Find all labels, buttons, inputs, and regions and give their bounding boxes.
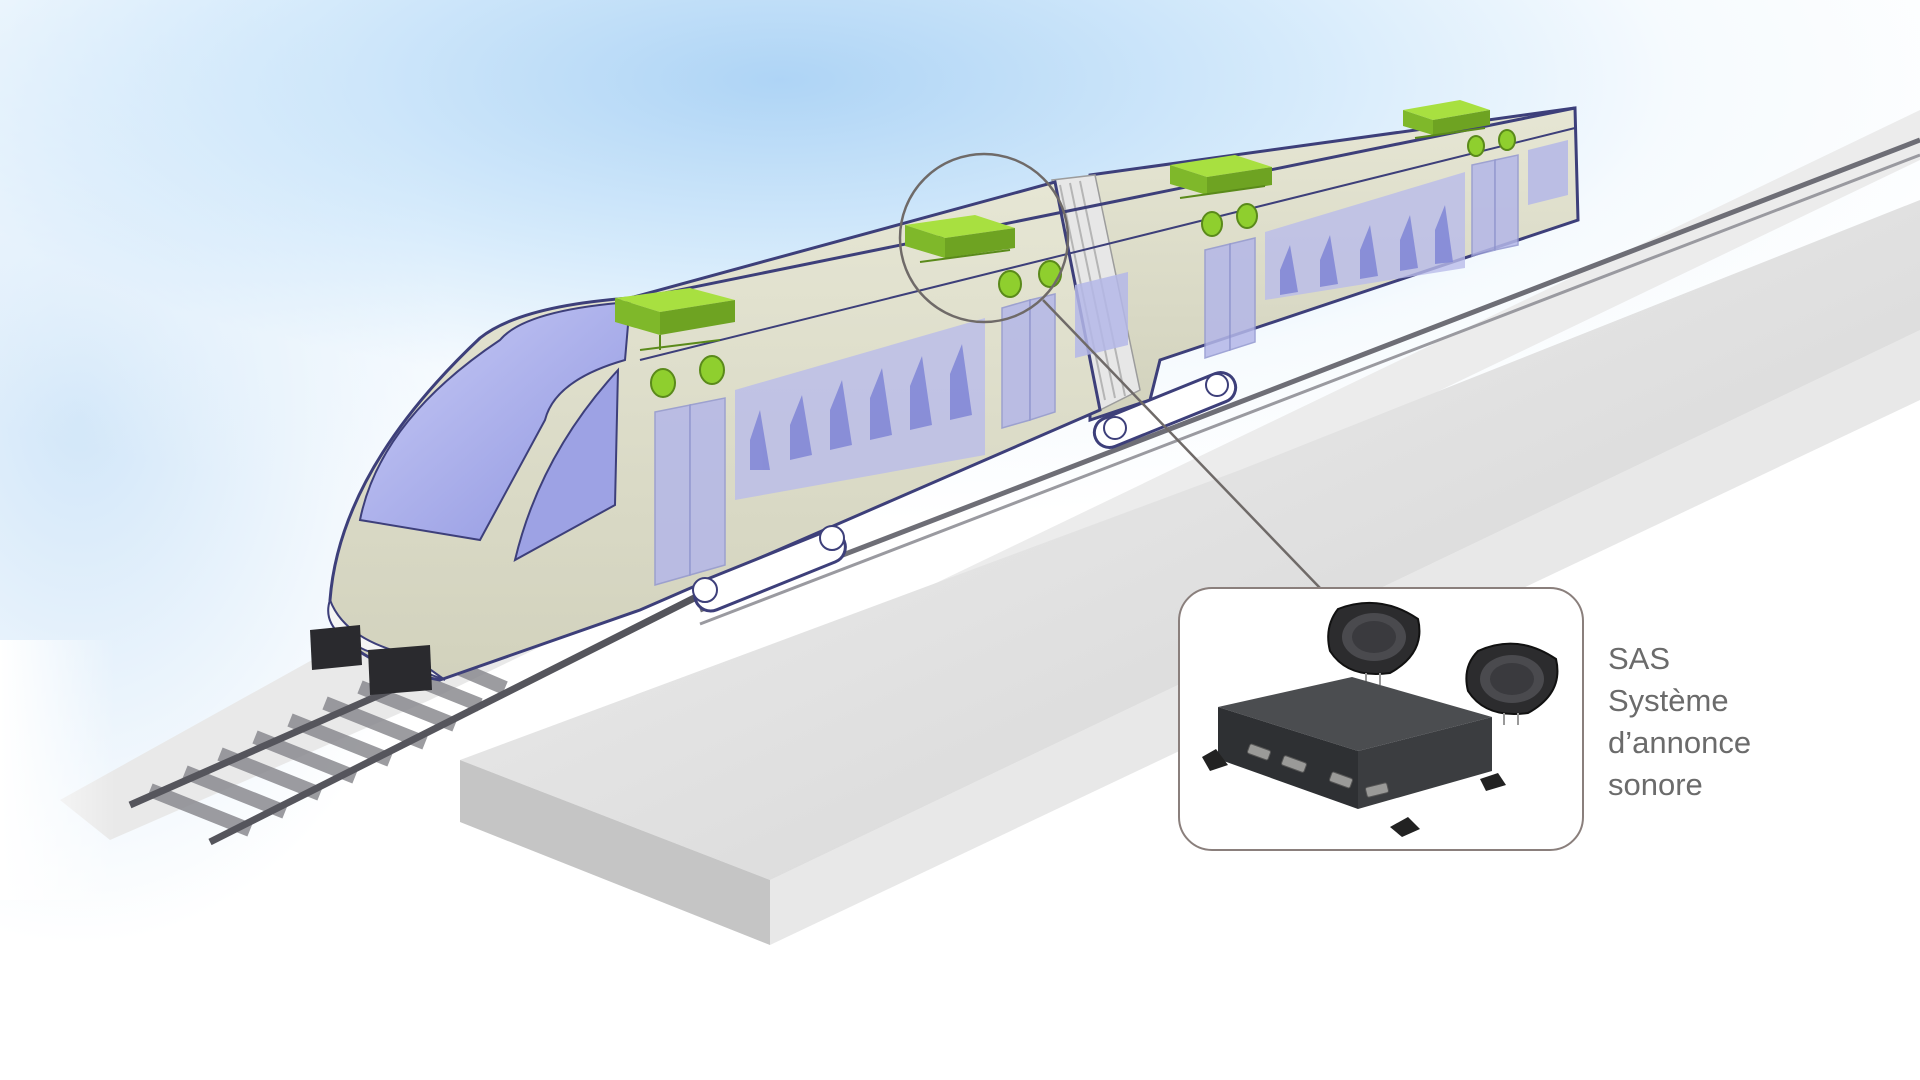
magnifier-circle-icon xyxy=(898,152,1321,589)
speaker-icon xyxy=(1327,601,1421,685)
amplifier-box-4 xyxy=(1403,100,1516,157)
amplifier-unit xyxy=(1202,677,1506,837)
label-line-1: Système xyxy=(1608,683,1729,718)
amplifier-box-1 xyxy=(615,288,735,398)
label-abbreviation: SAS xyxy=(1608,641,1671,676)
product-callout xyxy=(1178,587,1584,851)
label-line-3: sonore xyxy=(1608,767,1703,802)
system-label: SAS Système d’annonce sonore xyxy=(1608,638,1751,806)
amplifier-box-3 xyxy=(1170,155,1272,237)
product-illustration xyxy=(1202,601,1559,837)
label-line-2: d’annonce xyxy=(1608,725,1752,760)
speaker-icon xyxy=(1465,642,1559,725)
